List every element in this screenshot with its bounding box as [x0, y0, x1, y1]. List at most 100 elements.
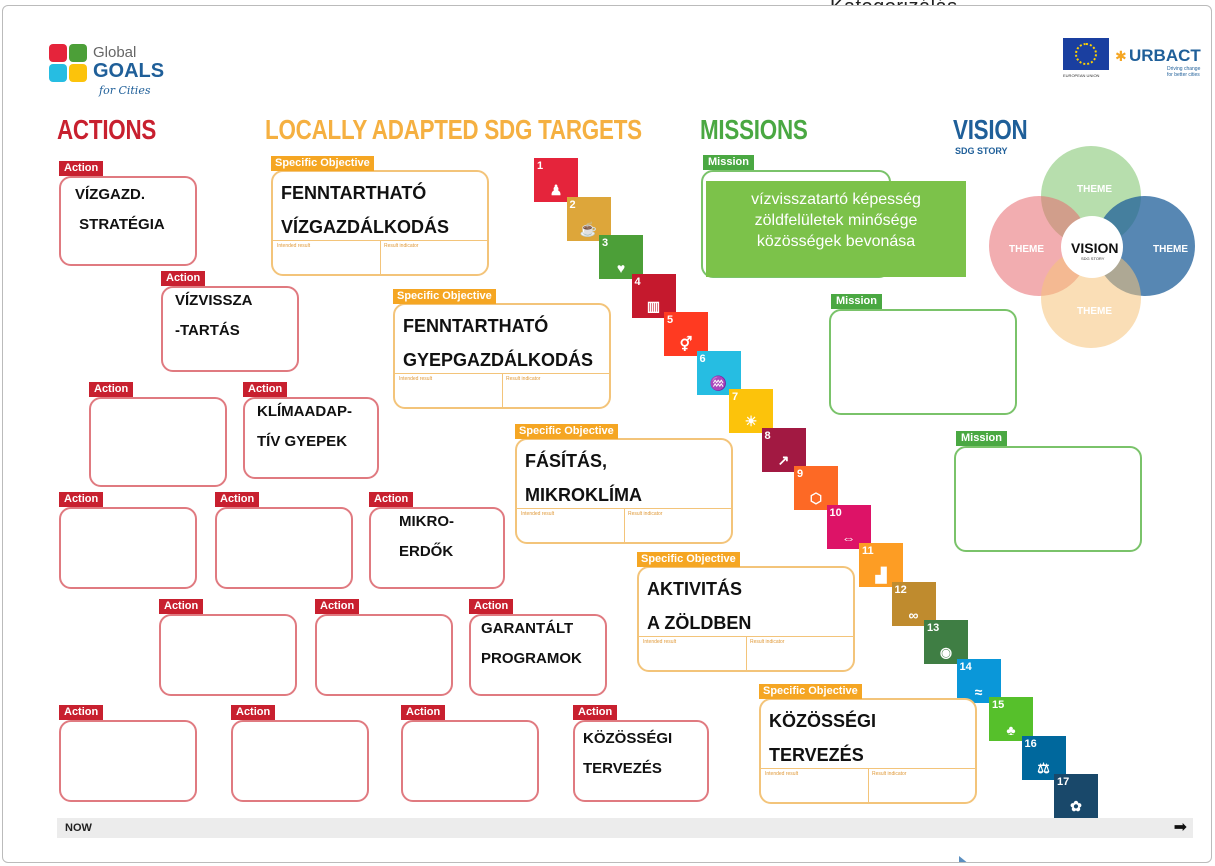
action-card-7[interactable] [369, 507, 505, 589]
action-card-9[interactable] [315, 614, 453, 696]
eu-caption: EUROPEAN UNION [1063, 73, 1100, 78]
sdg-11-icon: 11▟ [859, 543, 903, 587]
vision-center-label: VISION [1071, 240, 1119, 256]
action-tab-7: Action [369, 492, 414, 507]
mission-card-2[interactable] [829, 309, 1017, 415]
vision-subheading: SDG STORY [955, 146, 1008, 156]
sdg-symbol: ∞ [908, 606, 919, 623]
sdg-symbol: ≈ [974, 683, 983, 700]
missions-heading: MISSIONS [700, 114, 808, 145]
action-card-2[interactable] [161, 286, 299, 372]
global-goals-logo: Global GOALS for Cities [47, 38, 164, 102]
action-tab-8: Action [159, 599, 204, 614]
sdg-number: 12 [894, 583, 907, 596]
sdg-symbol: ♒ [709, 374, 728, 391]
sdg-symbol: ▥ [646, 297, 661, 314]
theme-label-left: THEME [1009, 244, 1044, 255]
objective-text-1: FENNTARTHATÓ VÍZGAZDÁLKODÁS [281, 183, 449, 237]
objective-text-3: FÁSÍTÁS, MIKROKLÍMA [525, 451, 642, 505]
gg-line2: GOALS [93, 60, 165, 82]
intended-result-label: Intended result [521, 511, 555, 517]
action-tab-12: Action [231, 705, 276, 720]
mission-note-sticky[interactable]: vízvisszatartó képesség zöldfelületek mi… [706, 181, 966, 277]
sdg-3-icon: 3♥ [599, 235, 643, 279]
timeline-bar: NOW ➡ [57, 818, 1193, 838]
sdg-symbol: ◉ [939, 644, 953, 660]
action-card-13[interactable] [401, 720, 539, 802]
sdg-symbol: ⬡ [809, 490, 823, 506]
action-card-12[interactable] [231, 720, 369, 802]
sdg-number: 1 [537, 160, 544, 172]
sdg-1-icon: 1♟ [534, 158, 578, 202]
result-indicator-label: Result indicator [750, 639, 785, 645]
action-text-4: KLÍMAADAP- TÍV GYEPEK [257, 403, 352, 450]
action-tab-6: Action [215, 492, 260, 507]
intended-result-label: Intended result [399, 376, 433, 382]
sdg-5-icon: 5⚥ [664, 312, 708, 356]
action-card-3[interactable] [89, 397, 227, 487]
mission-tab-2: Mission [831, 294, 882, 309]
action-card-14[interactable] [573, 720, 709, 802]
action-tab-1: Action [59, 161, 104, 176]
sdg-10-icon: 10⇔ [826, 504, 871, 549]
vision-heading: VISION [953, 114, 1028, 145]
sdg-symbol: ▟ [875, 567, 887, 583]
intended-result-label: Intended result [277, 243, 311, 249]
eu-flag-logo: EUROPEAN UNION [1063, 38, 1109, 84]
action-text-14: KÖZÖSSÉGI TERVEZÉS [583, 730, 673, 777]
action-card-1[interactable] [59, 176, 197, 266]
sdg-number: 10 [829, 506, 842, 519]
sdg-symbol: ☕ [579, 220, 598, 237]
action-card-8[interactable] [159, 614, 297, 696]
result-indicator-label: Result indicator [384, 243, 419, 249]
action-text-2: VÍZVISSZA -TARTÁS [175, 292, 253, 339]
actions-heading: ACTIONS [57, 114, 157, 145]
mission-tab-3: Mission [956, 431, 1007, 446]
sdg-symbol: ♣ [1006, 722, 1016, 738]
urbact-star-icon: ✱ [1115, 48, 1127, 64]
vision-diagram: VISION SDG STORY THEME THEME THEME THEME [985, 146, 1205, 386]
gg-line1: Global [93, 44, 137, 61]
sdg-number: 3 [602, 237, 609, 249]
sdg-2-icon: 2☕ [566, 196, 611, 241]
action-card-6[interactable] [215, 507, 353, 589]
objective-tab-3: Specific Objective [515, 424, 618, 439]
sdg-number: 9 [797, 468, 804, 480]
action-tab-5: Action [59, 492, 104, 507]
action-card-10[interactable] [469, 614, 607, 696]
sdg-8-icon: 8↗ [761, 427, 806, 472]
puzzle-icon [49, 44, 87, 82]
objective-card-1[interactable]: Intended result Result indicator [271, 170, 489, 276]
targets-heading: LOCALLY ADAPTED SDG TARGETS [265, 114, 642, 145]
theme-label-right: THEME [1153, 244, 1188, 255]
mission-card-3[interactable] [954, 446, 1142, 552]
canvas-board: Global GOALS for Cities EUROPEAN UNION ✱… [2, 5, 1212, 863]
action-tab-10: Action [469, 599, 514, 614]
sdg-symbol: ✿ [1070, 798, 1082, 814]
sdg-symbol: ⚖ [1037, 759, 1050, 776]
objective-tab-4: Specific Objective [637, 552, 740, 567]
sdg-symbol: ☀ [744, 413, 758, 429]
action-tab-4: Action [243, 382, 288, 397]
theme-label-top: THEME [1077, 184, 1112, 195]
action-card-4[interactable] [243, 397, 379, 479]
action-card-5[interactable] [59, 507, 197, 589]
sdg-symbol: ♟ [549, 182, 563, 198]
sdg-15-icon: 15♣ [989, 697, 1033, 741]
vision-center [1061, 216, 1123, 278]
sdg-number: 2 [569, 198, 576, 211]
action-card-11[interactable] [59, 720, 197, 802]
objective-tab-2: Specific Objective [393, 289, 496, 304]
objective-text-5: KÖZÖSSÉGI TERVEZÉS [769, 711, 877, 765]
action-text-10: GARANTÁLT PROGRAMOK [481, 620, 582, 667]
urbact-logo: ✱ URBACT Driving change for better citie… [1115, 46, 1205, 86]
sdg-number: 13 [927, 622, 940, 634]
sdg-number: 14 [959, 660, 972, 673]
objective-tab-1: Specific Objective [271, 156, 374, 171]
